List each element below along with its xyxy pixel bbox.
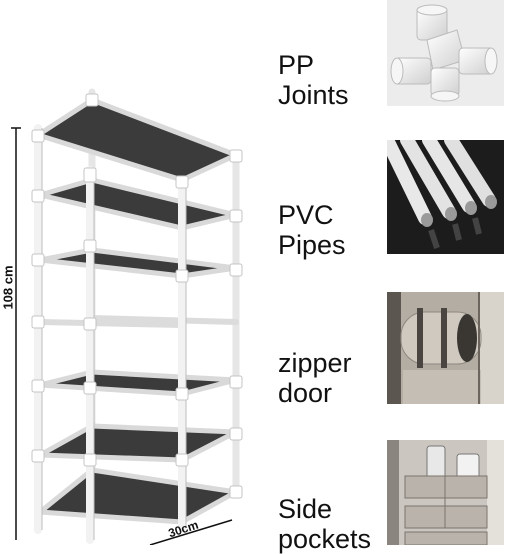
pvc-pipes-icon: [387, 140, 504, 254]
zipper-door-icon: [387, 292, 504, 404]
pvc-pipes-photo: [387, 140, 504, 254]
height-dimension-line: [11, 127, 21, 540]
pp-joint-icon: [387, 0, 504, 106]
shoe-rack-illustration: 108 cm 30cm: [0, 88, 243, 546]
shoe-rack-drawing: [11, 88, 243, 546]
shelves: [35, 97, 239, 525]
height-dimension-label: 108 cm: [0, 265, 16, 310]
zipper-door-photo: [387, 292, 504, 404]
rack-joints: [31, 93, 243, 499]
side-pockets-photo: [387, 440, 504, 545]
pp-joint-photo: [387, 0, 504, 106]
feature-label-zipper-door: zipper door: [278, 348, 352, 408]
feature-label-pp-joints: PP Joints: [278, 50, 349, 110]
feature-label-side-pockets: Side pockets: [278, 494, 372, 554]
side-pockets-icon: [387, 440, 504, 545]
feature-label-pvc-pipes: PVC Pipes: [278, 200, 346, 260]
depth-dimension-line: [149, 519, 233, 546]
